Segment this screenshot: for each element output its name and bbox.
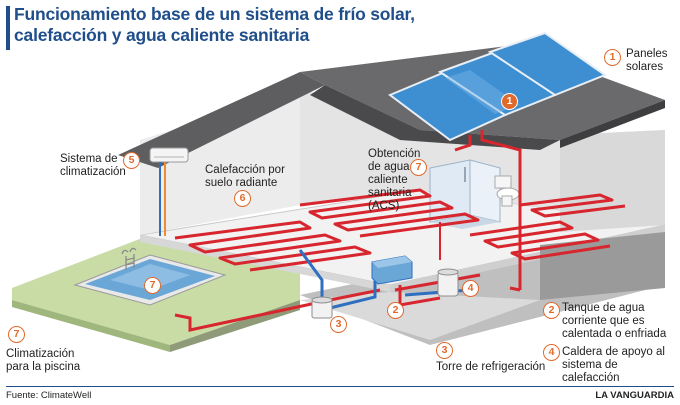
foundation [540,232,665,300]
aircon-badge: 5 [123,152,140,169]
footer-credit: LA VANGUARDIA [595,390,674,401]
paneles-label: Paneles solares [626,48,668,73]
piscina-label: Climatización para la piscina [6,348,81,373]
torre-label: Torre de refrigeración [436,361,546,373]
torre-num: 3 [436,342,453,359]
boiler [437,268,459,297]
water-tank [371,255,413,285]
solar-supply-pipe [480,130,522,290]
pool-badge: 7 [144,277,161,294]
footer-divider [6,386,674,387]
caldera-num: 4 [543,344,560,361]
title-accent-bar [6,6,10,50]
boiler-badge: 4 [462,280,479,297]
page-title: Funcionamiento base de un sistema de frí… [14,4,415,46]
basement-floor [300,292,540,340]
side-wall [560,130,665,232]
caldera-label: Caldera de apoyo al sistema de calefacci… [562,346,665,384]
title-line-2: calefacción y agua caliente sanitaria [14,25,310,45]
panel-badge: 1 [501,93,518,110]
acs-label: Obtención de agua caliente sanitaria (AC… [368,148,421,212]
cooling-tower [311,296,333,319]
aircon-unit [149,147,189,163]
floor-badge: 6 [234,190,251,207]
solar-panel-3 [487,31,608,97]
tower-badge: 3 [330,316,347,333]
toilet [494,175,520,207]
piscina-num: 7 [8,326,25,343]
paneles-num: 1 [604,49,621,66]
back-wall-left [140,90,300,235]
solar-return-pipe [454,135,472,152]
tanque-num: 2 [543,302,560,319]
roof-left [118,72,325,168]
footer-source: Fuente: ClimateWell [6,390,92,401]
climatizacion-label: Sistema de climatización [60,153,126,178]
roof-edge [560,100,665,148]
solar-panels [388,31,608,142]
calefaccion-label: Calefacción por suelo radiante [205,164,285,189]
pool-ladder [121,247,137,270]
acs-badge: 7 [410,159,427,176]
lawn-edge [12,300,170,352]
tanque-label: Tanque de agua corriente que es calentad… [562,302,667,340]
roof-front [310,85,560,150]
shower-cabin [429,159,501,229]
title-line-1: Funcionamiento base de un sistema de frí… [14,4,415,24]
tank-badge: 2 [387,302,404,319]
